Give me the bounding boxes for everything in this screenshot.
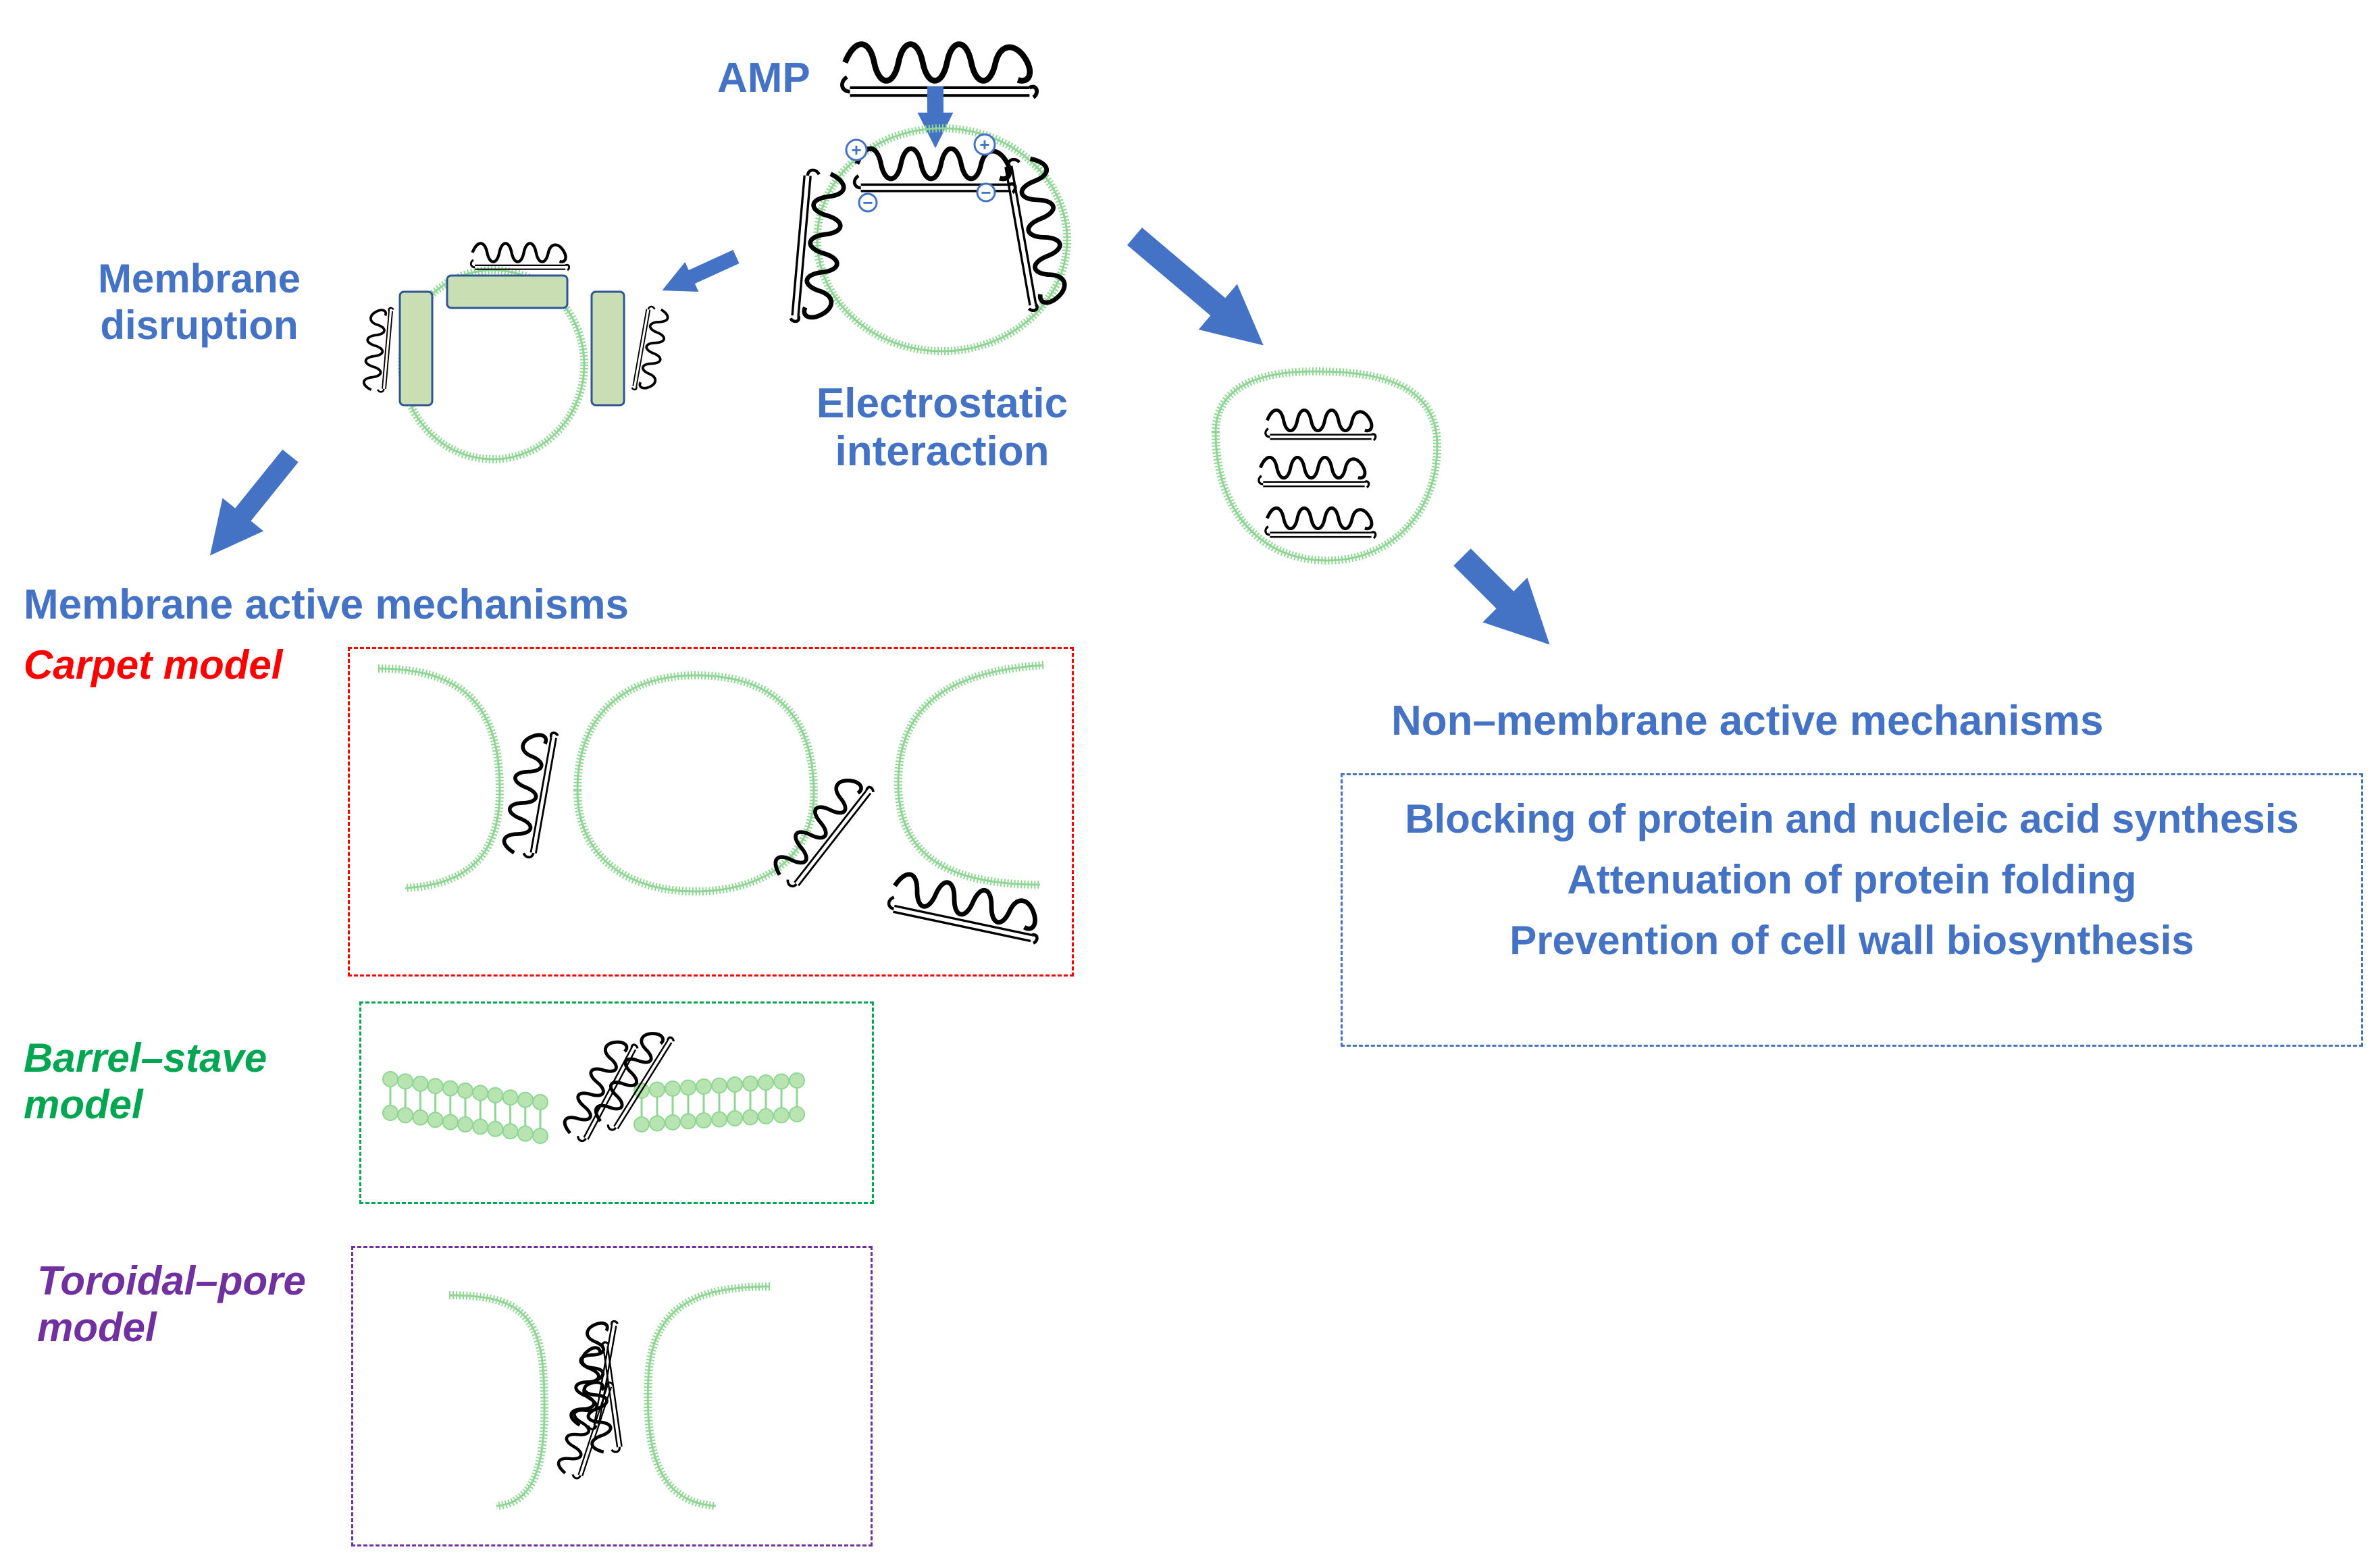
- plus-symbol-left: +: [851, 140, 861, 160]
- internal-peptide-3: [1266, 508, 1376, 538]
- barrel-stave-line-2: model: [24, 1082, 143, 1127]
- carpet-model-label: Carpet model: [24, 642, 283, 687]
- membrane-disruption-line-2: disruption: [100, 303, 299, 348]
- plus-symbol-right: +: [979, 134, 989, 155]
- pore-block-left: [398, 290, 434, 407]
- electrostatic-interaction-label: Electrostatic interaction: [797, 380, 1087, 476]
- non-membrane-heading: Non–membrane active mechanisms: [1391, 698, 2104, 744]
- peptide-top-disrupt: [471, 243, 569, 270]
- non-membrane-box: [1341, 773, 2363, 1047]
- non-membrane-item-1: Blocking of protein and nucleic acid syn…: [1405, 796, 2299, 841]
- non-membrane-list: Blocking of protein and nucleic acid syn…: [1347, 789, 2356, 971]
- barrel-stave-illustration: [382, 1071, 805, 1144]
- minus-symbol-right: −: [981, 182, 991, 203]
- pore-block-top: [446, 274, 569, 309]
- arrow-to-membrane-active: [209, 449, 299, 556]
- arrow-to-disruption: [662, 249, 740, 292]
- pore-block-right: [590, 290, 625, 407]
- electrostatic-line-2: interaction: [835, 428, 1050, 475]
- toroidal-pore-line-2: model: [37, 1305, 157, 1350]
- electrostatic-vesicle: + + − −: [790, 124, 1070, 355]
- toroidal-pore-line-1: Toroidal–pore: [37, 1258, 306, 1303]
- membrane-disruption-label: Membrane disruption: [74, 255, 324, 348]
- peptide-left-disrupt: [363, 306, 394, 392]
- barrel-stave-model-box: [359, 1001, 874, 1204]
- non-membrane-item-2: Attenuation of protein folding: [1567, 857, 2137, 902]
- disrupted-vesicle: [363, 243, 669, 463]
- carpet-illustration: [378, 661, 1045, 943]
- membrane-disruption-line-1: Membrane: [97, 256, 301, 301]
- arrow-to-intracellular: [1127, 228, 1264, 346]
- amp-label: AMP: [717, 55, 810, 101]
- charge-symbols: + + − −: [845, 133, 996, 213]
- toroidal-pore-model-label: Toroidal–pore model: [37, 1257, 306, 1351]
- bound-peptide-right: [1003, 154, 1070, 311]
- internal-peptide-2: [1259, 457, 1369, 487]
- barrel-stave-line-1: Barrel–stave: [24, 1035, 267, 1081]
- internal-peptide-1: [1266, 410, 1376, 440]
- electrostatic-line-1: Electrostatic: [816, 380, 1068, 427]
- membrane-active-heading: Membrane active mechanisms: [24, 581, 629, 628]
- barrel-stave-model-label: Barrel–stave model: [24, 1035, 267, 1128]
- toroidal-pore-model-box: [351, 1246, 873, 1546]
- arrow-to-non-membrane: [1453, 548, 1550, 645]
- peptide-right-disrupt: [631, 306, 669, 393]
- intracellular-vesicle: [1211, 367, 1442, 565]
- minus-symbol-left: −: [862, 192, 873, 213]
- carpet-model-box: [348, 647, 1074, 977]
- toroidal-illustration: [448, 1282, 771, 1510]
- non-membrane-item-3: Prevention of cell wall biosynthesis: [1509, 918, 2194, 963]
